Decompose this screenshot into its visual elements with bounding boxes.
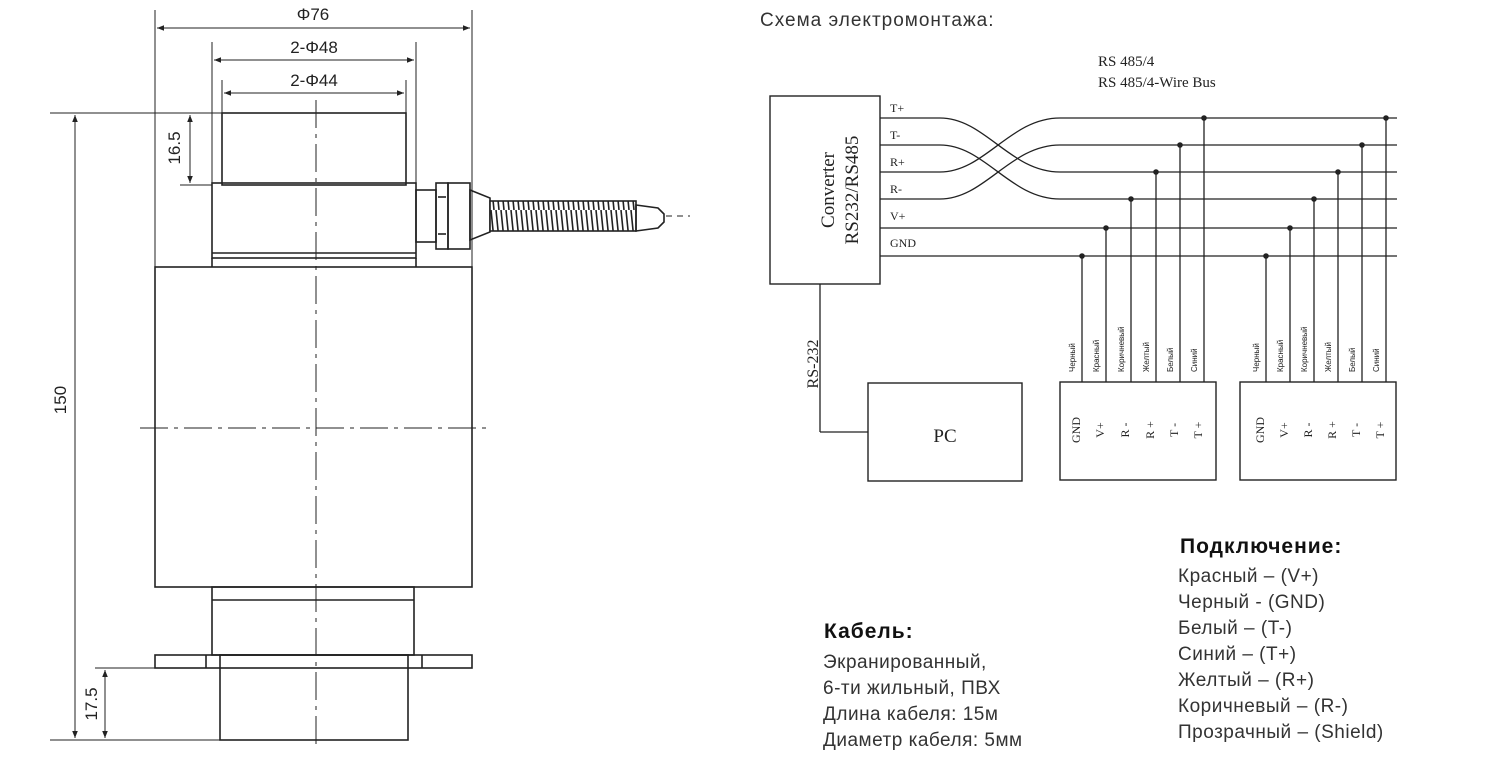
converter-box [769,95,881,285]
terminal-label: R + [1143,421,1157,439]
dim-bottom-height: 17.5 [82,687,101,720]
cable-spec-line: Длина кабеля: 15м [823,704,999,725]
signal-labels: T+ T- R+ R- V+ GND [890,101,916,250]
terminal-label: GND [1069,417,1083,443]
signal-label-gnd: GND [890,236,916,250]
terminal-label: T + [1191,421,1205,438]
wire-color-label: Коричневый [1117,326,1126,372]
sensor-module-2 [1239,381,1397,481]
wire-color-label: Белый [1166,348,1175,372]
signal-label-v-plus: V+ [890,209,906,223]
connection-line: Желтый – (R+) [1178,670,1315,691]
lower-neck [211,586,415,656]
connection-heading: Подключение: [1180,535,1343,558]
signal-label-r-plus: R+ [890,155,905,169]
top-cap [221,112,407,186]
wire-color-label: Синий [1190,348,1199,372]
terminal-label: T - [1349,423,1363,437]
sensor-drawing [50,10,690,745]
wire-color-label: Коричневый [1300,326,1309,372]
bottom-stub [219,654,409,741]
connection-line: Синий – (T+) [1178,644,1297,665]
dim-mid-diameter: 2-Φ48 [290,38,338,57]
terminal-label: R + [1325,421,1339,439]
drawing-dimensions: Φ76 2-Φ48 2-Φ44 16.5 150 17.5 [51,5,338,721]
signal-label-t-minus: T- [890,128,900,142]
terminal-label: T + [1373,421,1387,438]
connection-line: Прозрачный – (Shield) [1178,722,1384,743]
wire-color-labels-2: Черный Красный Коричневый Желтый Белый С… [1252,326,1381,372]
terminal-label: GND [1253,417,1267,443]
converter-label-1: Converter [818,151,839,228]
dim-outer-diameter: Φ76 [297,5,329,24]
wire-color-label: Белый [1348,348,1357,372]
dim-top-height: 16.5 [165,131,184,164]
junction-dots [1079,115,1389,259]
connection-line: Красный – (V+) [1178,566,1320,587]
wire-color-label: Желтый [1324,342,1333,372]
cable-spec-line: Экранированный, [823,652,987,673]
connection-line: Белый – (T-) [1178,618,1293,639]
bus-wires [819,117,1397,433]
cable-spec-line: 6-ти жильный, ПВХ [823,678,1001,699]
main-body [154,266,473,588]
cable-specs: Экранированный, 6-ти жильный, ПВХ Длина … [823,650,1023,754]
rs232-label: RS-232 [805,340,822,389]
dim-total-height: 150 [51,386,70,414]
pc-label: PC [933,426,956,447]
terminal-labels-2: GND V+ R - R + T - T + [1253,417,1387,443]
terminal-label: R - [1118,422,1132,437]
connection-line: Коричневый – (R-) [1178,696,1349,717]
connection-list: Красный – (V+) Черный - (GND) Белый – (T… [1178,564,1384,746]
converter-label-2: RS232/RS485 [842,136,863,245]
wiring-title: Схема электромонтажа: [760,10,995,31]
terminal-label: R - [1301,422,1315,437]
terminal-label: V+ [1277,422,1291,438]
wire-color-label: Красный [1092,340,1101,372]
upper-block [211,182,417,259]
wire-color-label: Красный [1276,340,1285,372]
wire-color-labels-1: Черный Красный Коричневый Желтый Белый С… [1068,326,1199,372]
signal-label-r-minus: R- [890,182,902,196]
sensor-module-1 [1059,381,1217,481]
wire-color-label: Желтый [1142,342,1151,372]
base-flange [154,654,473,669]
bus-label-1: RS 485/4 [1098,54,1155,70]
cable-spec-line: Диаметр кабеля: 5мм [823,730,1023,751]
terminal-labels-1: GND V+ R - R + T - T + [1069,417,1205,443]
bus-label-2: RS 485/4-Wire Bus [1098,75,1216,91]
signal-label-t-plus: T+ [890,101,904,115]
terminal-label: V+ [1093,422,1107,438]
wire-color-label: Черный [1068,343,1077,372]
pc-box [867,382,1023,482]
dim-inner-diameter: 2-Φ44 [290,71,338,90]
connection-line: Черный - (GND) [1178,592,1326,613]
wire-color-label: Синий [1372,348,1381,372]
terminal-label: T - [1167,423,1181,437]
cable-gland [415,182,690,250]
wire-color-label: Черный [1252,343,1261,372]
cable-heading: Кабель: [824,620,914,643]
